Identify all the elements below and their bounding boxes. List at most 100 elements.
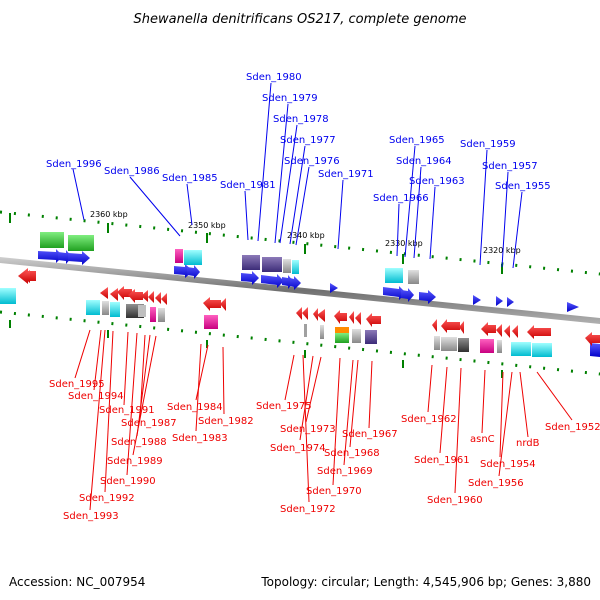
gene-arrow[interactable] (349, 311, 354, 324)
gene-arrow[interactable] (512, 325, 518, 338)
gene-feature-box[interactable] (434, 336, 440, 350)
gene-feature-box[interactable] (292, 260, 299, 274)
gene-arrow[interactable] (148, 291, 154, 303)
gene-arrow[interactable] (496, 324, 502, 337)
gene-arrow[interactable] (473, 295, 481, 305)
gene-feature-box[interactable] (158, 308, 165, 322)
gene-label: Sden_1964 (396, 156, 452, 167)
gene-arrow[interactable] (507, 297, 514, 307)
gene-arrow[interactable] (110, 288, 118, 301)
gene-arrow[interactable] (585, 332, 600, 346)
scale-label: 2340 kbp (287, 231, 325, 240)
gene-arrow[interactable] (459, 321, 464, 334)
gene-arrow[interactable] (161, 293, 167, 305)
genome-title: Shewanella denitrificans OS217, complete… (134, 12, 467, 27)
gene-arrow[interactable] (128, 289, 143, 303)
gene-arrow[interactable] (527, 325, 551, 339)
gene-label: Sden_1986 (104, 166, 160, 177)
gene-arrow[interactable] (22, 270, 30, 283)
gene-label: Sden_1995 (49, 379, 105, 390)
gene-arrow[interactable] (203, 297, 221, 311)
gene-feature-box[interactable] (184, 250, 202, 265)
gene-arrow[interactable] (317, 309, 325, 322)
gene-arrow[interactable] (187, 265, 200, 279)
gene-feature-box[interactable] (110, 302, 120, 317)
gene-label: Sden_1977 (280, 135, 336, 146)
forward-genes[interactable] (38, 249, 600, 357)
gene-feature-box[interactable] (511, 342, 531, 356)
gene-feature-box[interactable] (304, 324, 307, 337)
gene-feature-box[interactable] (86, 300, 100, 315)
bottom-gene-labels: Sden_1995 Sden_1994 Sden_1991 Sden_1987 … (49, 379, 600, 522)
gene-feature-box[interactable] (102, 301, 109, 315)
gene-feature-box[interactable] (497, 340, 502, 353)
gene-arrow[interactable] (355, 312, 361, 325)
gene-feature-box[interactable] (150, 307, 156, 322)
gene-arrow[interactable] (567, 302, 579, 312)
gene-arrow[interactable] (296, 307, 302, 320)
gene-arrow[interactable] (155, 292, 161, 304)
gene-arrow[interactable] (401, 288, 414, 302)
gene-label: Sden_1970 (306, 486, 362, 497)
gene-label: nrdB (516, 438, 540, 449)
gene-arrow[interactable] (38, 249, 63, 263)
gene-feature-box[interactable] (480, 339, 494, 353)
gene-arrow[interactable] (141, 290, 148, 302)
gene-feature-box[interactable] (385, 268, 403, 283)
genome-backbone (0, 257, 600, 324)
gene-feature-box[interactable] (40, 232, 64, 248)
gene-feature-box[interactable] (262, 257, 282, 272)
gene-arrow[interactable] (496, 296, 503, 306)
forward-annotations[interactable] (40, 232, 419, 284)
gene-label: Sden_1956 (468, 478, 524, 489)
gene-label: Sden_1963 (409, 176, 465, 187)
reverse-annotations[interactable] (0, 288, 552, 357)
gene-label: Sden_1975 (256, 401, 312, 412)
gene-arrow[interactable] (419, 290, 436, 304)
gene-feature-box[interactable] (320, 325, 324, 339)
gene-feature-box[interactable] (458, 338, 469, 352)
gene-arrow[interactable] (290, 276, 301, 290)
gene-feature-box[interactable] (283, 259, 291, 273)
gene-label: Sden_1980 (246, 72, 302, 83)
gene-arrow[interactable] (117, 286, 132, 300)
gene-arrow[interactable] (313, 308, 318, 321)
gene-arrow[interactable] (432, 319, 437, 332)
gene-label: Sden_1971 (318, 169, 374, 180)
gene-feature-box[interactable] (68, 235, 94, 251)
gene-arrow[interactable] (334, 310, 347, 324)
gene-feature-box[interactable] (365, 330, 377, 344)
scale-label: 2320 kbp (483, 246, 521, 255)
gene-label: Sden_1987 (121, 418, 177, 429)
gene-feature-box[interactable] (204, 315, 218, 329)
gene-feature-box[interactable] (408, 270, 419, 284)
accession-text: Accession: NC_007954 (9, 575, 145, 589)
gene-feature-box[interactable] (335, 333, 349, 343)
gene-label: asnC (470, 434, 495, 445)
gene-arrow[interactable] (481, 322, 496, 336)
gene-arrow[interactable] (68, 251, 90, 265)
gene-feature-box[interactable] (335, 327, 349, 333)
gene-feature-box[interactable] (352, 329, 361, 343)
gene-feature-box[interactable] (441, 337, 457, 351)
gene-feature-box[interactable] (242, 255, 260, 270)
gene-label: Sden_1972 (280, 504, 336, 515)
gene-feature-box[interactable] (532, 343, 552, 357)
gene-arrow[interactable] (366, 313, 381, 327)
gene-arrow[interactable] (302, 307, 308, 320)
gene-arrow[interactable] (441, 319, 460, 333)
gene-arrow[interactable] (504, 325, 510, 338)
gene-arrow[interactable] (241, 271, 259, 285)
gene-arrow[interactable] (590, 343, 600, 357)
gene-feature-box[interactable] (0, 288, 16, 304)
reverse-genes[interactable] (18, 268, 600, 346)
gene-arrow[interactable] (383, 286, 406, 300)
gene-arrow[interactable] (330, 283, 338, 293)
gene-feature-box[interactable] (138, 305, 146, 317)
gene-arrow[interactable] (100, 287, 108, 299)
gene-label: Sden_1957 (482, 161, 538, 172)
gene-arrow[interactable] (261, 274, 284, 288)
gene-feature-box[interactable] (175, 249, 183, 263)
gene-arrow[interactable] (220, 298, 226, 311)
